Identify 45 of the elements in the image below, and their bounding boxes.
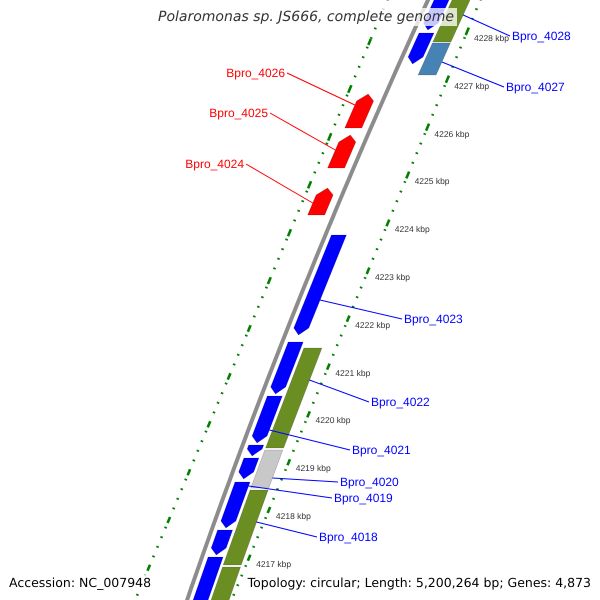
leader-line: [308, 380, 370, 402]
leader-line: [248, 486, 332, 498]
tick-label: 4222 kbp: [355, 320, 390, 331]
gene-label: Bpro_4027: [506, 80, 565, 94]
leader-line: [268, 430, 350, 450]
gene-bar: [307, 188, 334, 216]
gene-label: Bpro_4020: [340, 475, 399, 489]
leader-line: [462, 14, 510, 36]
gene-bar: [418, 42, 451, 76]
gene-label: Bpro_4024: [185, 157, 244, 171]
gene-bar: [250, 450, 284, 488]
tick-label: 4223 kbp: [374, 272, 410, 283]
leader-line: [441, 62, 504, 88]
tick-label: 4228 kbp: [474, 33, 509, 44]
gene-label: Bpro_4028: [512, 29, 571, 43]
gene-bar: [344, 94, 374, 128]
leader-line: [246, 164, 314, 204]
gene-label: Bpro_4025: [209, 106, 268, 120]
gene-label: Bpro_4022: [371, 395, 430, 409]
gene-label: Bpro_4023: [404, 312, 463, 326]
gene-label: Bpro_4026: [226, 66, 285, 80]
leader-line: [272, 478, 338, 482]
leader-line: [286, 72, 356, 106]
title: Polaromonas sp. JS666, complete genome: [155, 8, 457, 26]
tick-label: 4221 kbp: [335, 368, 370, 379]
tick-label: 4219 kbp: [296, 463, 331, 474]
tick-label: 4217 kbp: [256, 558, 292, 570]
tick-label: 4220 kbp: [316, 415, 351, 426]
tick-label: 4225 kbp: [414, 176, 450, 188]
accession-text: Accession: NC_007948: [9, 575, 152, 591]
leader-line: [319, 300, 402, 320]
tick-label: 4218 kbp: [276, 511, 311, 522]
gene-label: Bpro_4019: [334, 491, 393, 505]
tick-label: 4227 kbp: [454, 80, 490, 92]
tick-label: 4224 kbp: [394, 224, 430, 236]
gene-label: Bpro_4021: [352, 443, 411, 457]
tick-label: 4226 kbp: [434, 128, 470, 140]
gene-bar: [293, 234, 347, 336]
gene-bar: [252, 396, 283, 444]
genome-info-text: Topology: circular; Length: 5,200,264 bp; Genes: 4,873: [248, 575, 591, 591]
gene-bar: [220, 482, 250, 528]
leader-line: [256, 522, 318, 538]
gene-bar: [327, 134, 356, 168]
gene-label: Bpro_4018: [319, 530, 378, 544]
leader-line: [270, 112, 336, 150]
